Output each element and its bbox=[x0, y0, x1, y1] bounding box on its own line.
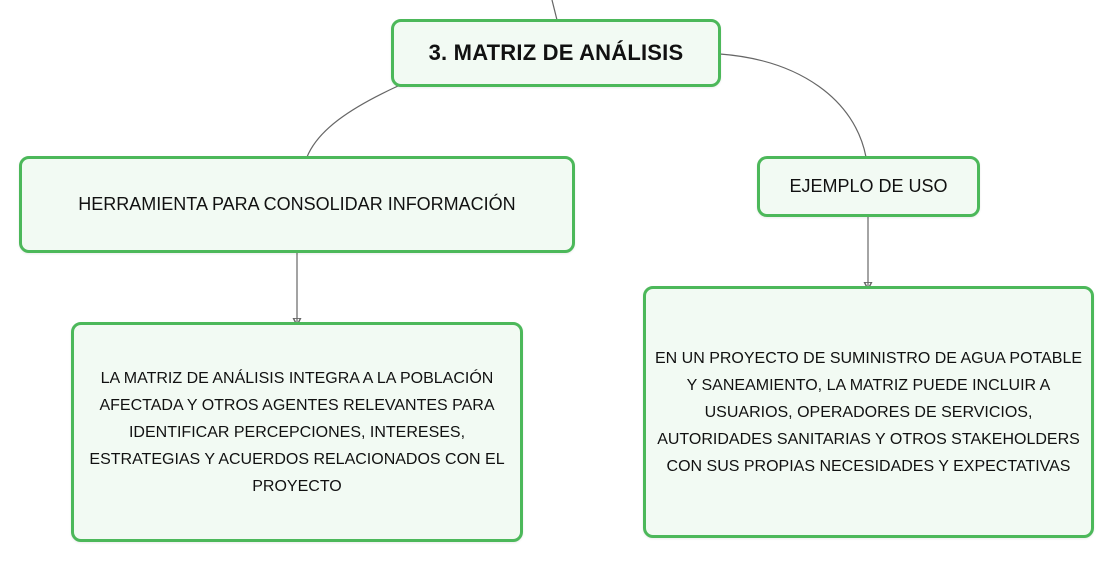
connector-incoming bbox=[551, 0, 558, 21]
left-branch-label: HERRAMIENTA PARA CONSOLIDAR INFORMACIÓN bbox=[78, 194, 516, 214]
root-node[interactable]: 3. MATRIZ DE ANÁLISIS bbox=[391, 19, 721, 87]
connector-root-to-left bbox=[306, 85, 399, 158]
connector-root-to-right bbox=[719, 53, 867, 158]
right-detail-text: EN UN PROYECTO DE SUMINISTRO DE AGUA POT… bbox=[654, 349, 1083, 475]
left-detail-node[interactable]: LA MATRIZ DE ANÁLISIS INTEGRA A LA POBLA… bbox=[71, 322, 523, 542]
right-detail-node[interactable]: EN UN PROYECTO DE SUMINISTRO DE AGUA POT… bbox=[643, 286, 1094, 538]
left-detail-text: LA MATRIZ DE ANÁLISIS INTEGRA A LA POBLA… bbox=[89, 369, 505, 495]
right-branch-label: EJEMPLO DE USO bbox=[789, 176, 948, 196]
root-node-label: 3. MATRIZ DE ANÁLISIS bbox=[428, 40, 684, 65]
right-branch-node[interactable]: EJEMPLO DE USO bbox=[757, 156, 980, 217]
left-branch-node[interactable]: HERRAMIENTA PARA CONSOLIDAR INFORMACIÓN bbox=[19, 156, 575, 253]
